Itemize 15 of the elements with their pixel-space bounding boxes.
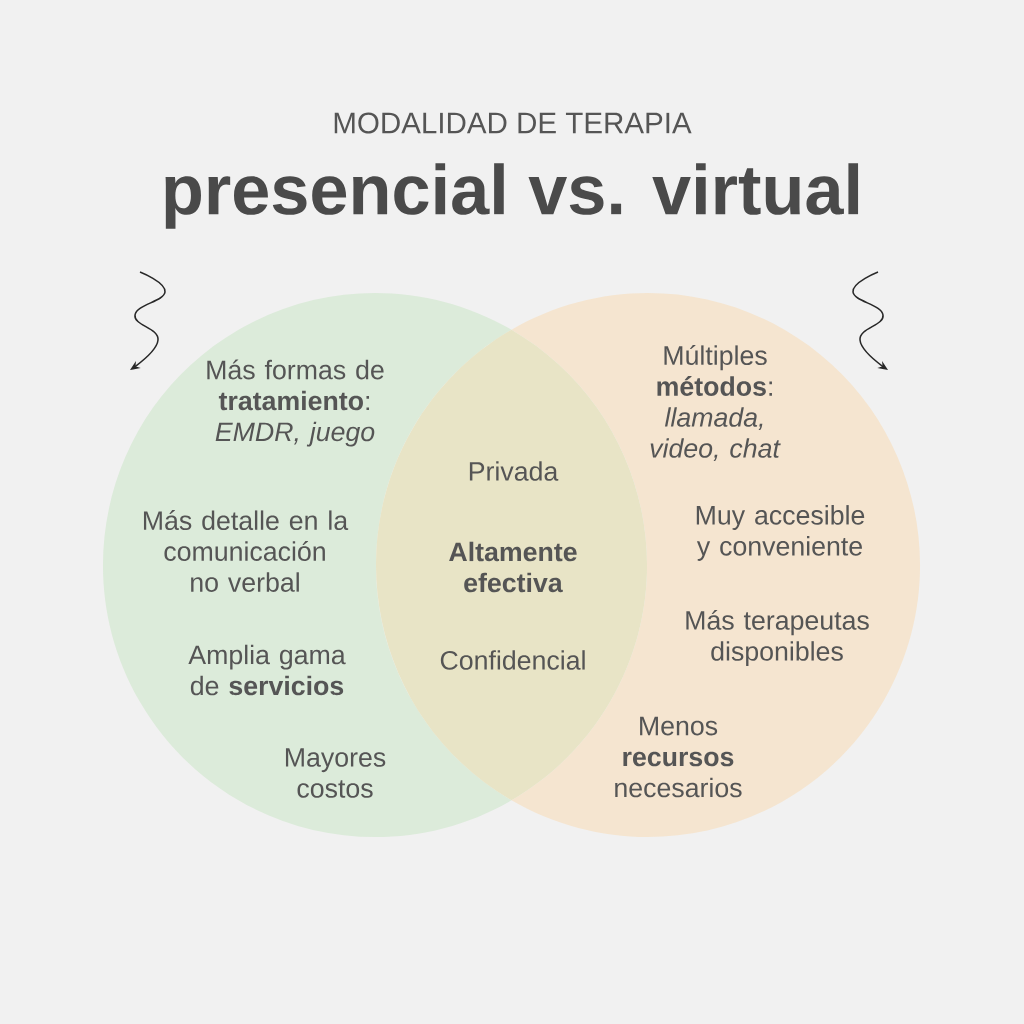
squiggle-arrow xyxy=(852,271,888,370)
item-text: Más formas de tratamiento: EMDR, juego xyxy=(207,359,384,447)
subtitle: MODALIDAD DE TERAPIA xyxy=(334,112,692,134)
item-text: Más terapeutas disponibles xyxy=(686,609,869,667)
item-text: Muy accesible y conveniente xyxy=(696,505,865,561)
item-text: Mayores costos xyxy=(285,748,386,798)
item-text: Más detalle en la comunicación no verbal xyxy=(143,510,349,592)
item-text: Altamente efectiva xyxy=(449,541,577,593)
item-text: Múltiples métodos: llamada, video, chat xyxy=(650,345,781,461)
squiggle-arrow xyxy=(130,271,166,370)
title: presencial vs. virtual xyxy=(165,163,859,229)
item-text: Confidencial xyxy=(440,650,585,670)
item-text: Privada xyxy=(469,461,559,481)
item-text: Amplia gama de servicios xyxy=(188,644,346,696)
item-text: Menos recursos necesarios xyxy=(615,716,742,798)
